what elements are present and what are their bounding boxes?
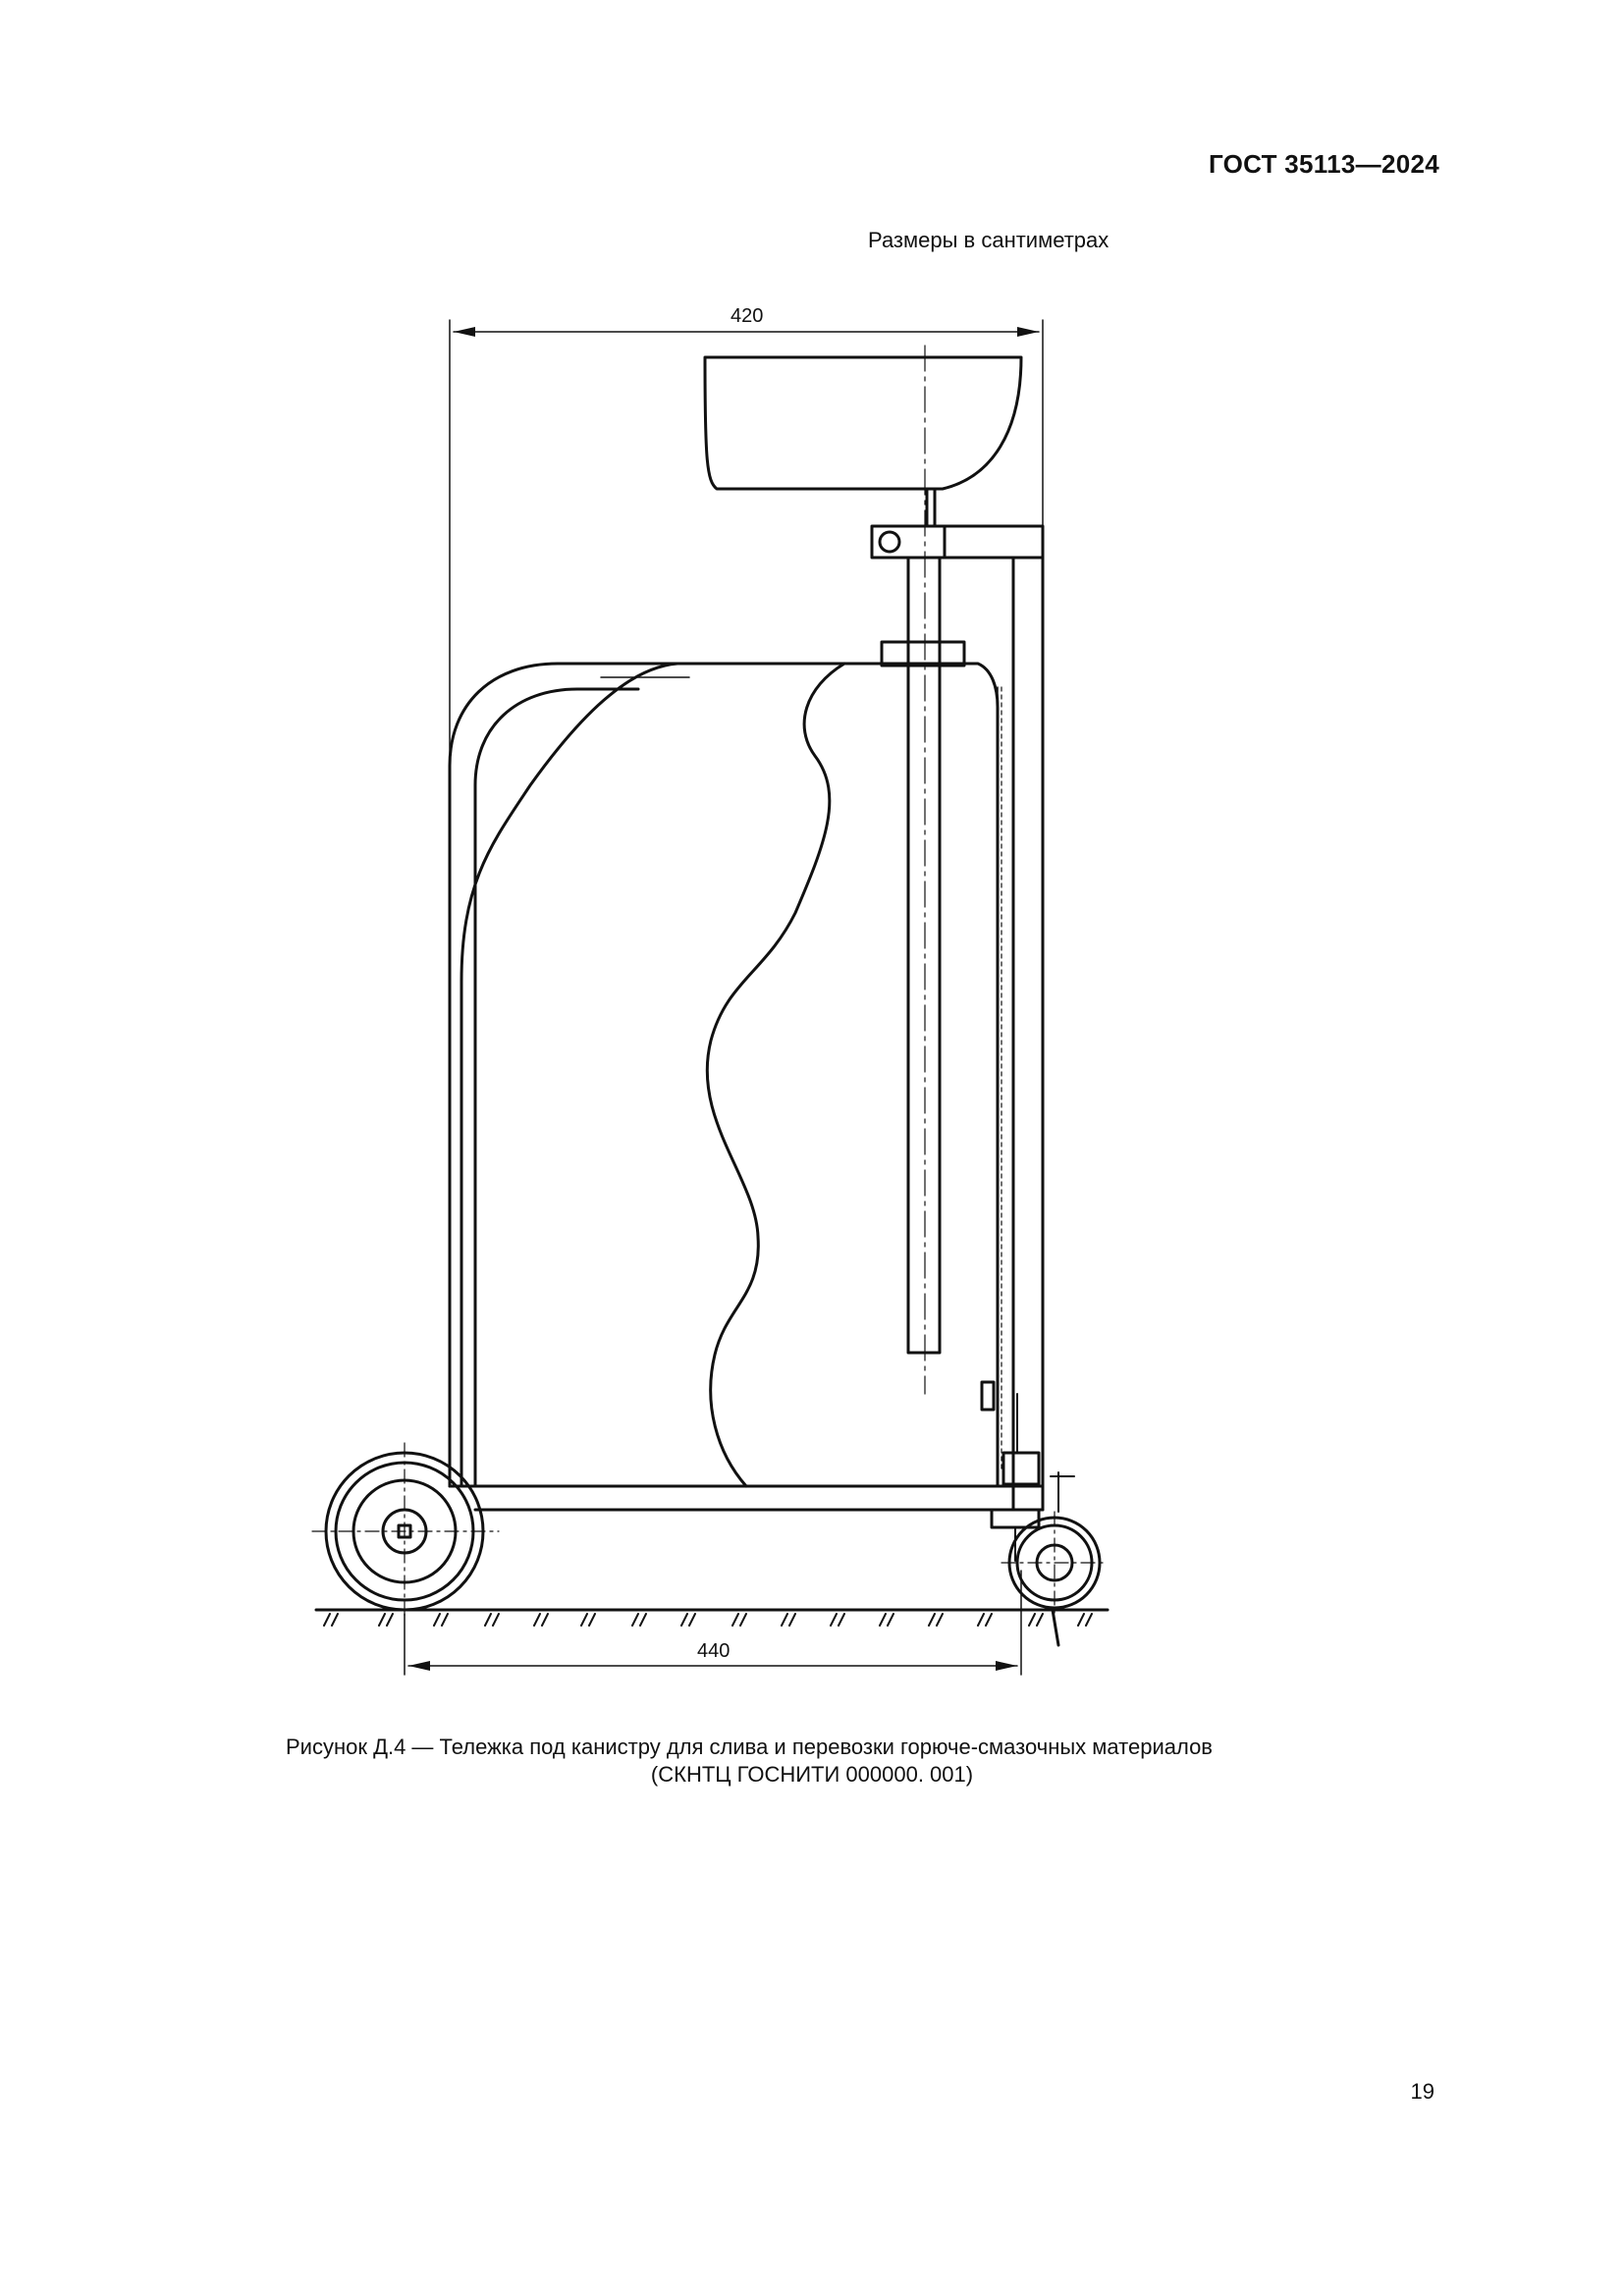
canister-body bbox=[460, 662, 1000, 1488]
rear-frame-post bbox=[997, 556, 1045, 1512]
dimension-label-width: 420 bbox=[731, 305, 763, 327]
funnel-clamp bbox=[870, 487, 1045, 560]
figure-caption-code: (СКНТЦ ГОСНИТИ 000000. 001) bbox=[650, 1762, 974, 1787]
rear-latch bbox=[980, 1380, 1075, 1513]
funnel bbox=[703, 345, 1023, 1395]
caster-wheel bbox=[990, 1508, 1109, 1647]
figure-caption-title: Рисунок Д.4 — Тележка под канистру для с… bbox=[285, 1735, 1213, 1759]
drain-pipe bbox=[906, 556, 942, 1355]
base-plate bbox=[448, 1484, 1045, 1512]
units-note: Размеры в сантиметрах bbox=[868, 228, 1110, 252]
canister-neck bbox=[880, 640, 966, 667]
dimension-overall-width bbox=[449, 319, 1044, 973]
document-code: ГОСТ 35113—2024 bbox=[1208, 149, 1439, 179]
cart-technical-drawing: 420 440 bbox=[311, 305, 1110, 1676]
main-wheel bbox=[311, 1442, 500, 1621]
frame-handle bbox=[448, 662, 866, 1488]
dimension-wheelbase bbox=[404, 1570, 1022, 1676]
dimension-label-wheelbase: 440 bbox=[697, 1640, 730, 1662]
ground-line bbox=[314, 1608, 1110, 1627]
page-number: 19 bbox=[1410, 2079, 1435, 2104]
figure-caption: Рисунок Д.4 — Тележка под канистру для с… bbox=[0, 1734, 1624, 1789]
